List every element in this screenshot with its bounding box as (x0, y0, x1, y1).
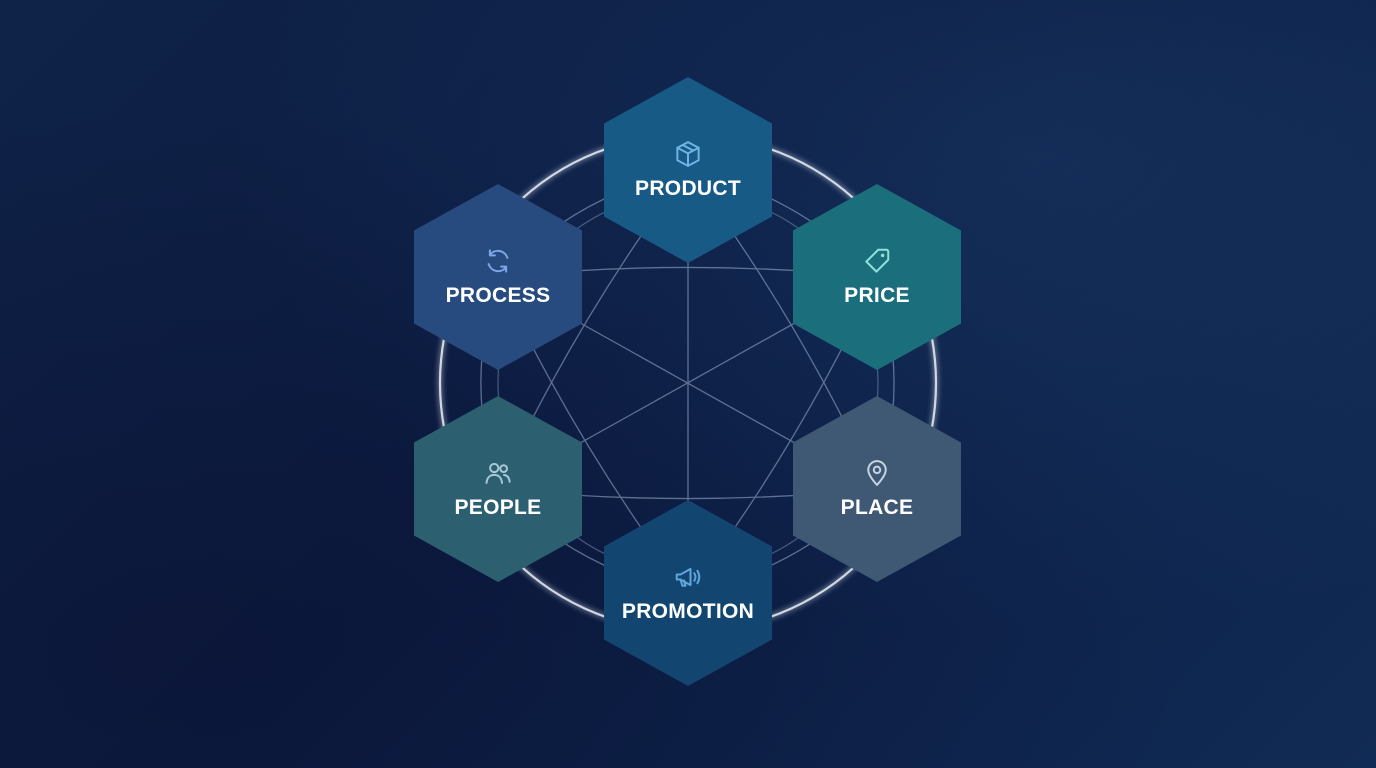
megaphone-icon (673, 562, 703, 592)
hexagon-label-place: PLACE (840, 496, 914, 519)
hexagon-label-people: PEOPLE (454, 496, 542, 519)
hexagon-label-promotion: PROMOTION (621, 600, 755, 623)
hexagon-people: PEOPLE (414, 396, 582, 582)
hexagon-product: PRODUCT (604, 77, 772, 263)
refresh-icon (483, 246, 513, 276)
users-icon (483, 458, 513, 488)
hexagon-promotion: PROMOTION (604, 500, 772, 686)
hexagon-label-price: PRICE (844, 284, 910, 307)
hexagon-label-process: PROCESS (445, 284, 551, 307)
tag-icon (862, 246, 892, 276)
map-pin-icon (862, 458, 892, 488)
hexagon-label-product: PRODUCT (635, 177, 741, 200)
hexagon-process: PROCESS (414, 184, 582, 370)
box-icon (673, 139, 703, 169)
hexagon-price: PRICE (793, 184, 961, 370)
hexagon-place: PLACE (793, 396, 961, 582)
